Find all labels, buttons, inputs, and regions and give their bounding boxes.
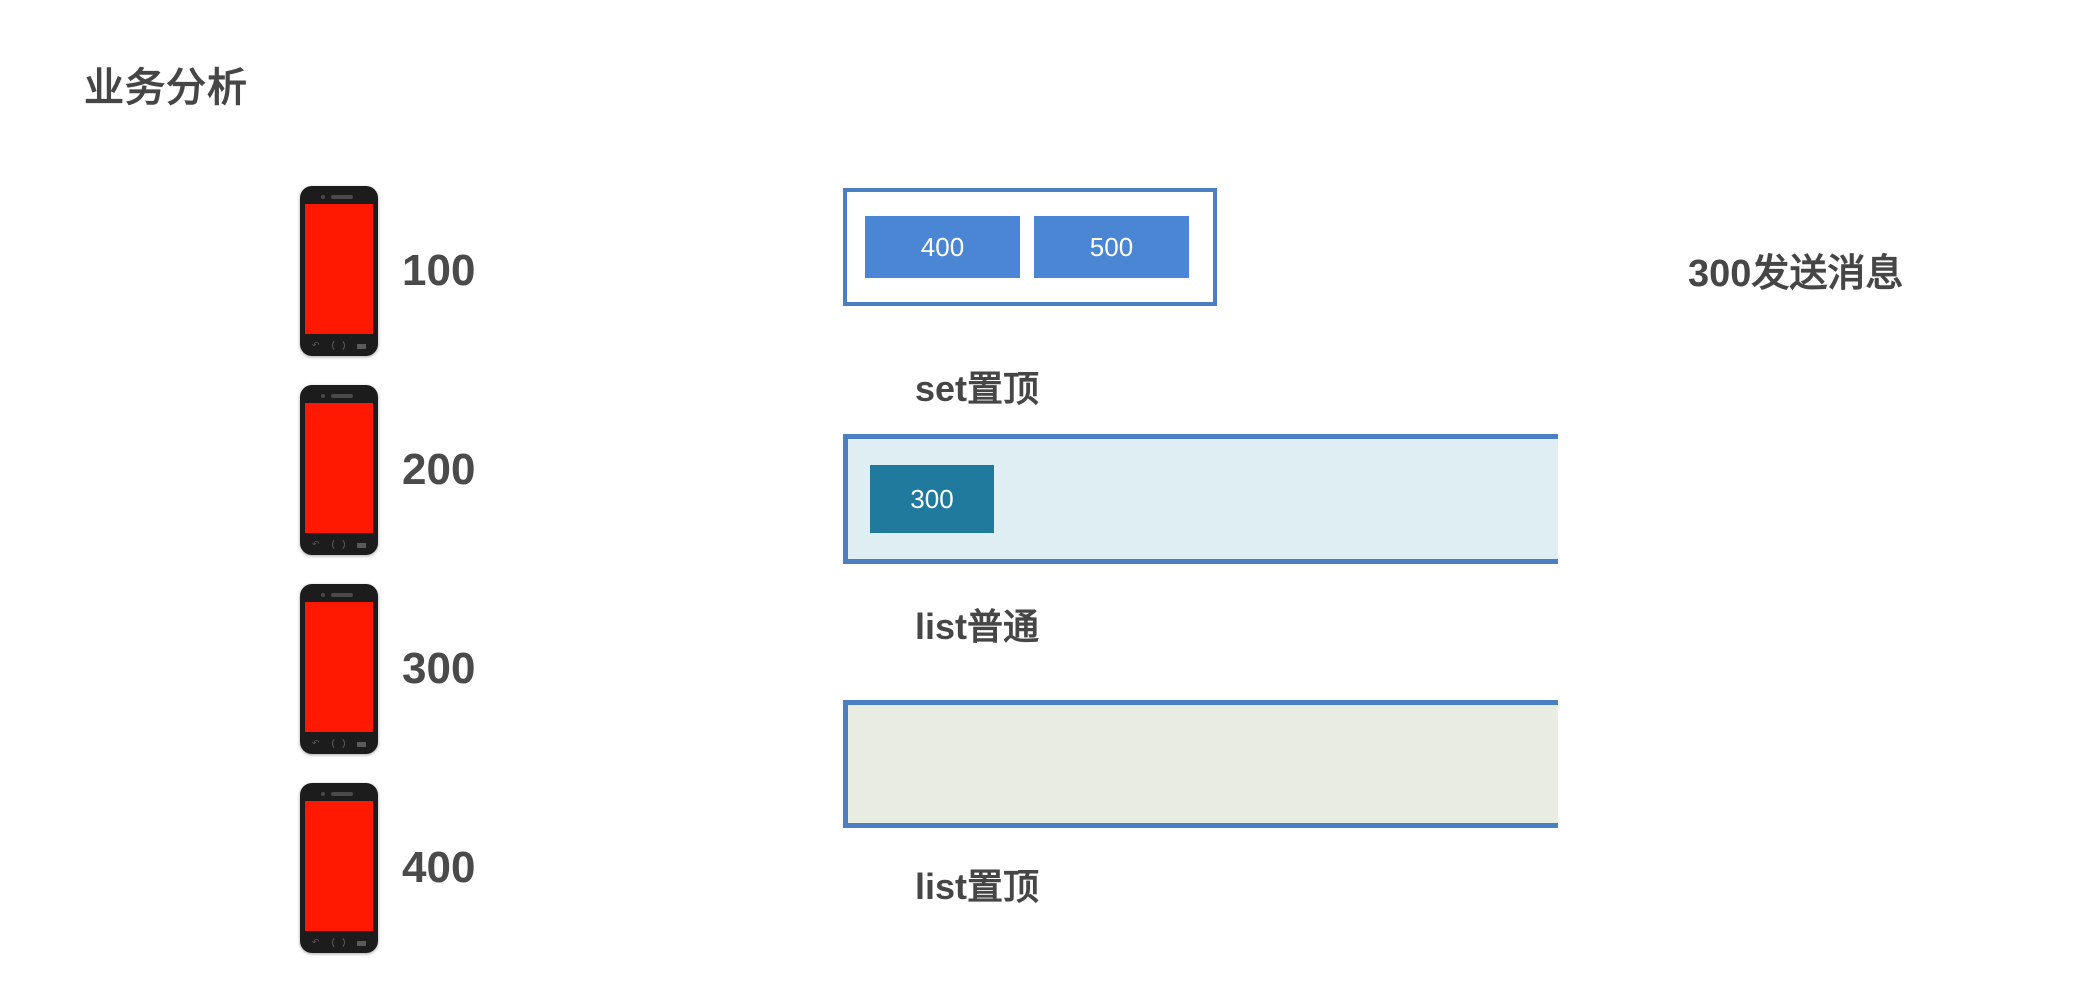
device-row: ↶ 400 (300, 783, 475, 953)
device-value: 300 (402, 644, 476, 693)
list-pinned-label: list置顶 (915, 866, 1040, 907)
set-item: 400 (865, 216, 1020, 278)
list-normal-label: list普通 (915, 606, 1040, 647)
smartphone-icon: ↶ (300, 186, 378, 356)
recents-icon (357, 742, 366, 747)
recents-icon (357, 344, 366, 349)
device-value: 200 (402, 445, 476, 494)
speaker-grille-icon (331, 195, 353, 199)
phone-screen (305, 204, 373, 334)
speaker-grille-icon (331, 394, 353, 398)
home-circle-icon (332, 339, 345, 352)
home-circle-icon (332, 737, 345, 750)
recents-icon (357, 941, 366, 946)
home-circle-icon (332, 538, 345, 551)
send-message-note: 300发送消息 (1688, 253, 1904, 295)
back-arrow-icon: ↶ (312, 738, 320, 748)
speaker-grille-icon (331, 593, 353, 597)
list-item: 300 (870, 465, 994, 533)
list-normal-container: 300 (843, 434, 1558, 564)
speaker-grille-icon (331, 792, 353, 796)
recents-icon (357, 543, 366, 548)
camera-dot-icon (321, 195, 325, 199)
smartphone-icon: ↶ (300, 783, 378, 953)
camera-dot-icon (321, 593, 325, 597)
device-row: ↶ 200 (300, 385, 475, 555)
device-row: ↶ 100 (300, 186, 475, 356)
device-value: 400 (402, 843, 476, 892)
back-arrow-icon: ↶ (312, 539, 320, 549)
set-pinned-label: set置顶 (915, 368, 1040, 409)
camera-dot-icon (321, 792, 325, 796)
smartphone-icon: ↶ (300, 584, 378, 754)
smartphone-icon: ↶ (300, 385, 378, 555)
back-arrow-icon: ↶ (312, 340, 320, 350)
set-pinned-container: 400 500 (843, 188, 1217, 306)
camera-dot-icon (321, 394, 325, 398)
phone-screen (305, 602, 373, 732)
device-row: ↶ 300 (300, 584, 475, 754)
phone-screen (305, 801, 373, 931)
phone-screen (305, 403, 373, 533)
list-pinned-container (843, 700, 1558, 828)
home-circle-icon (332, 936, 345, 949)
back-arrow-icon: ↶ (312, 937, 320, 947)
page-title: 业务分析 (84, 66, 248, 110)
set-item: 500 (1034, 216, 1189, 278)
device-value: 100 (402, 246, 476, 295)
